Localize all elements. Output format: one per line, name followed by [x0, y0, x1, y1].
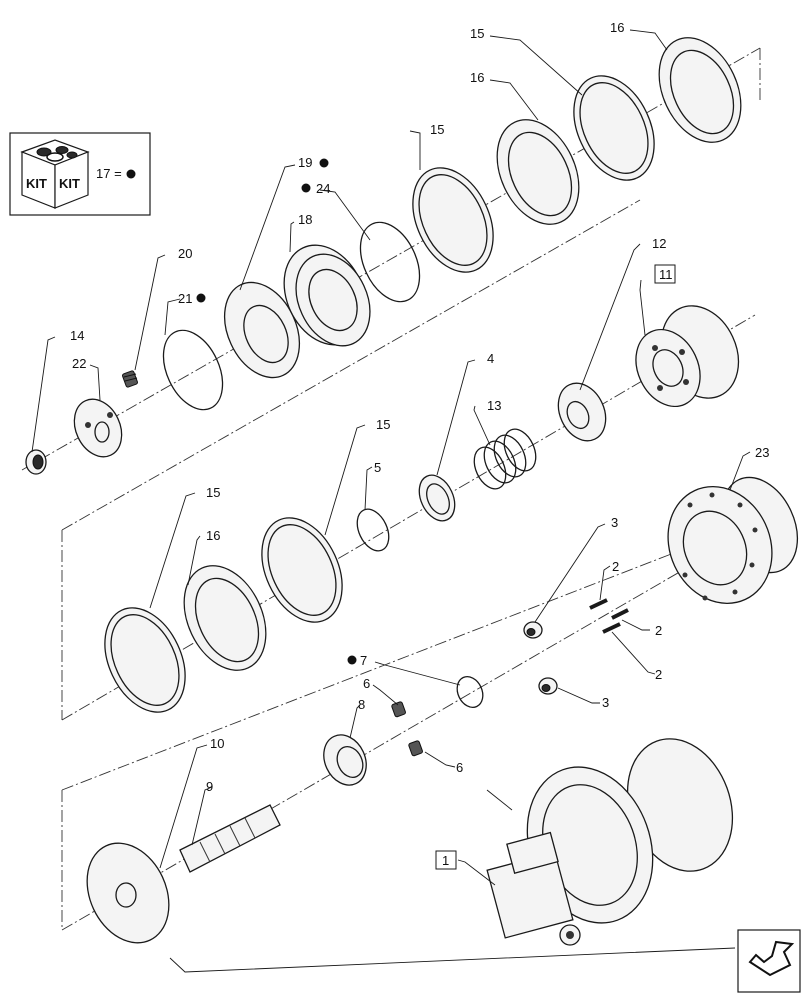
part-8-bearing [323, 734, 367, 786]
kit-bullet-icon [347, 655, 357, 665]
callout-11-box [654, 264, 676, 284]
callout-15: 15 [470, 26, 484, 41]
part-6-setscrew-lower [408, 740, 423, 757]
part-18-piston [283, 244, 371, 347]
kit-badge-left: KIT [26, 176, 47, 191]
part-7-oring [456, 675, 484, 709]
callout-8: 8 [358, 697, 365, 712]
callout-1: 1 [442, 853, 449, 868]
part-9-shaft [179, 804, 281, 873]
part-23-housing [667, 476, 799, 604]
callout-3: 3 [602, 695, 609, 710]
callout-2: 2 [612, 559, 619, 574]
kit-bullet-icon [126, 169, 136, 179]
part-22-plate [73, 398, 123, 458]
part-2-pins [589, 598, 629, 634]
kit-bullet-icon [196, 293, 206, 303]
part-13-spring [473, 428, 537, 490]
part-3-plug-upper [523, 621, 543, 639]
kit-package-icon: KIT KIT [20, 139, 90, 209]
part-15-friction-disc-mid [104, 607, 186, 713]
part-16-separator-plate-mid [183, 565, 267, 671]
callout-6: 6 [363, 676, 370, 691]
assembly-bracket-line [169, 789, 736, 973]
part-4-ring [418, 474, 456, 522]
callout-13: 13 [487, 398, 501, 413]
kit-badge-right: KIT [59, 176, 80, 191]
callout-14: 14 [70, 328, 84, 343]
callout-1-box [435, 850, 457, 870]
callout-10: 10 [210, 736, 224, 751]
callout-20: 20 [178, 246, 192, 261]
callout-4: 4 [487, 351, 494, 366]
part-16-separator-plate-top [496, 119, 580, 225]
callout-23: 23 [755, 445, 769, 460]
callout-2: 2 [655, 667, 662, 682]
part-6-setscrew-upper [391, 701, 406, 718]
part-12-bearing-ring [557, 382, 607, 442]
kit-legend-text: 17 = [96, 166, 122, 181]
part-16-separator-plate-top2 [658, 37, 742, 143]
callout-18: 18 [298, 212, 312, 227]
part-1-motor-assembly [486, 738, 734, 946]
part-5-oring [356, 508, 390, 552]
callout-9: 9 [206, 779, 213, 794]
part-20-setscrew [122, 370, 138, 388]
callout-15: 15 [430, 122, 444, 137]
callout-16: 16 [470, 70, 484, 85]
part-15-friction-disc-top [412, 167, 494, 273]
callout-15: 15 [206, 485, 220, 500]
callout-15: 15 [376, 417, 390, 432]
kit-bullet-icon [319, 158, 329, 168]
callout-12: 12 [652, 236, 666, 251]
part-3-plug-lower [538, 677, 558, 695]
part-15-friction-disc-mid2 [261, 517, 343, 623]
part-24-oring [359, 221, 421, 303]
callout-7: 7 [360, 653, 367, 668]
callout-labels: 16 15 16 15 19 24 18 20 21 14 22 12 11 4… [70, 20, 769, 870]
part-14-seal [25, 449, 47, 475]
callout-24: 24 [316, 181, 330, 196]
callout-21: 21 [178, 291, 192, 306]
part-15-friction-disc-top2 [573, 75, 655, 181]
navigation-arrow-icon[interactable] [737, 929, 801, 993]
part-11-carrier-hub [635, 305, 740, 408]
part-10-cover [86, 842, 170, 944]
callout-16: 16 [610, 20, 624, 35]
callout-22: 22 [72, 356, 86, 371]
kit-legend-box: KIT KIT 17 = [9, 132, 151, 216]
callout-5: 5 [374, 460, 381, 475]
callout-3: 3 [611, 515, 618, 530]
callout-19: 19 [298, 155, 312, 170]
callout-6: 6 [456, 760, 463, 775]
callout-16: 16 [206, 528, 220, 543]
callout-2: 2 [655, 623, 662, 638]
leader-lines [31, 29, 751, 886]
part-21-oring [162, 329, 224, 411]
callout-11: 11 [659, 267, 673, 282]
kit-bullet-icon [301, 183, 311, 193]
